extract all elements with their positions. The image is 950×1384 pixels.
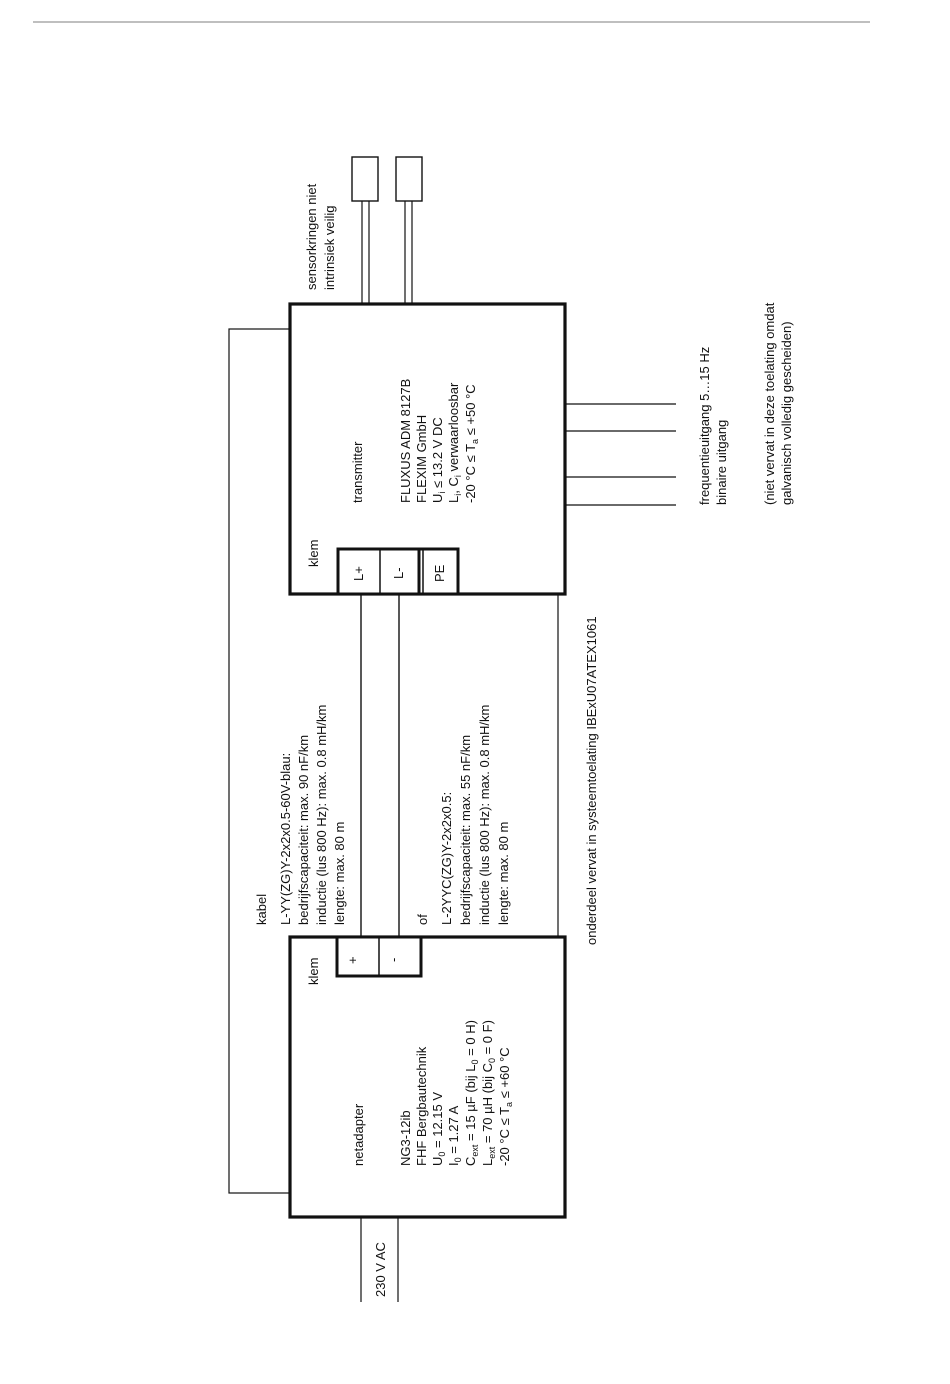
sensor-circuits bbox=[351, 156, 423, 304]
sensor-note-line2: intrinsiek veilig bbox=[322, 205, 337, 290]
netadapter-spec-line4: I0 = 1.27 A bbox=[446, 1105, 463, 1166]
cable-1-line3: inductie (lus 800 Hz): max. 0.8 mH/km bbox=[314, 705, 329, 925]
transmitter-spec-line4: Li, Ci verwaarloosbar bbox=[446, 382, 463, 503]
netadapter-spec-line3: U0 = 12.15 V bbox=[430, 1092, 447, 1166]
system-approval-note: onderdeel vervat in systeemtoelating IBE… bbox=[584, 616, 599, 945]
netadapter-spec-line5: Cext = 15 µF (bij L0 = 0 H) bbox=[463, 1020, 480, 1166]
cable-2-line3: inductie (lus 800 Hz): max. 0.8 mH/km bbox=[477, 705, 492, 925]
terminal-plus-label: + bbox=[345, 956, 360, 964]
transmitter-terminal-block bbox=[336, 547, 460, 596]
netadapter-box bbox=[288, 935, 567, 1219]
output-lines bbox=[565, 403, 676, 506]
cable-kabel-label: kabel bbox=[254, 894, 269, 925]
outputs-note-line1: frequentieuitgang 5…15 Hz bbox=[697, 347, 712, 505]
netadapter-klem-label: klem bbox=[306, 958, 321, 985]
outputs-note-line2: binaire uitgang bbox=[714, 420, 729, 505]
cable-1-line1: L-YY(ZG)Y-2x2x0.5-60V-blau: bbox=[278, 753, 293, 925]
cable-1-line2: bedrijfscapaciteit: max. 90 nF/km bbox=[296, 735, 311, 925]
sensor-note-line1: sensorkringen niet bbox=[304, 183, 319, 290]
transmitter-title: transmitter bbox=[350, 441, 365, 503]
terminal-pe-label: PE bbox=[432, 564, 447, 582]
cable-1-line4: lengte: max. 80 m bbox=[332, 822, 347, 925]
cable-2-line1: L-2YYC(ZG)Y-2x2x0.5: bbox=[439, 792, 454, 925]
transmitter-box bbox=[288, 302, 567, 596]
netadapter-spec-line6: Lext = 70 µH (bij C0 = 0 F) bbox=[480, 1020, 497, 1166]
terminal-lplus-label: L+ bbox=[351, 566, 366, 581]
cable-or-label: of bbox=[415, 914, 430, 925]
cable-2-line4: lengte: max. 80 m bbox=[496, 822, 511, 925]
outputs-paren-line2: galvanisch volledig gescheiden) bbox=[779, 321, 794, 505]
terminal-minus-label: - bbox=[386, 958, 401, 962]
terminal-lminus-label: L- bbox=[391, 567, 406, 579]
netadapter-terminal-block bbox=[335, 935, 423, 978]
transmitter-spec-line5: -20 °C ≤ Ta ≤ +50 °C bbox=[463, 384, 480, 503]
supply-lines bbox=[360, 1217, 399, 1302]
transmitter-spec-line3: Ui ≤ 13.2 V DC bbox=[430, 417, 447, 503]
supply-voltage-label: 230 V AC bbox=[373, 1242, 388, 1297]
netadapter-spec-line2: FHF Bergbautechnik bbox=[414, 1046, 429, 1166]
transmitter-spec-line2: FLEXIM GmbH bbox=[414, 415, 429, 503]
outputs-paren-line1: (niet vervat in deze toelating omdat bbox=[762, 302, 777, 505]
netadapter-spec-line1: NG3-12ib bbox=[398, 1110, 413, 1166]
cable-2-line2: bedrijfscapaciteit: max. 55 nF/km bbox=[458, 735, 473, 925]
netadapter-title: netadapter bbox=[351, 1103, 366, 1166]
netadapter-spec-line7: -20 °C ≤ Ta ≤ +60 °C bbox=[497, 1047, 514, 1166]
transmitter-spec-line1: FLUXUS ADM 8127B bbox=[398, 379, 413, 503]
transmitter-klem-label: klem bbox=[306, 540, 321, 567]
